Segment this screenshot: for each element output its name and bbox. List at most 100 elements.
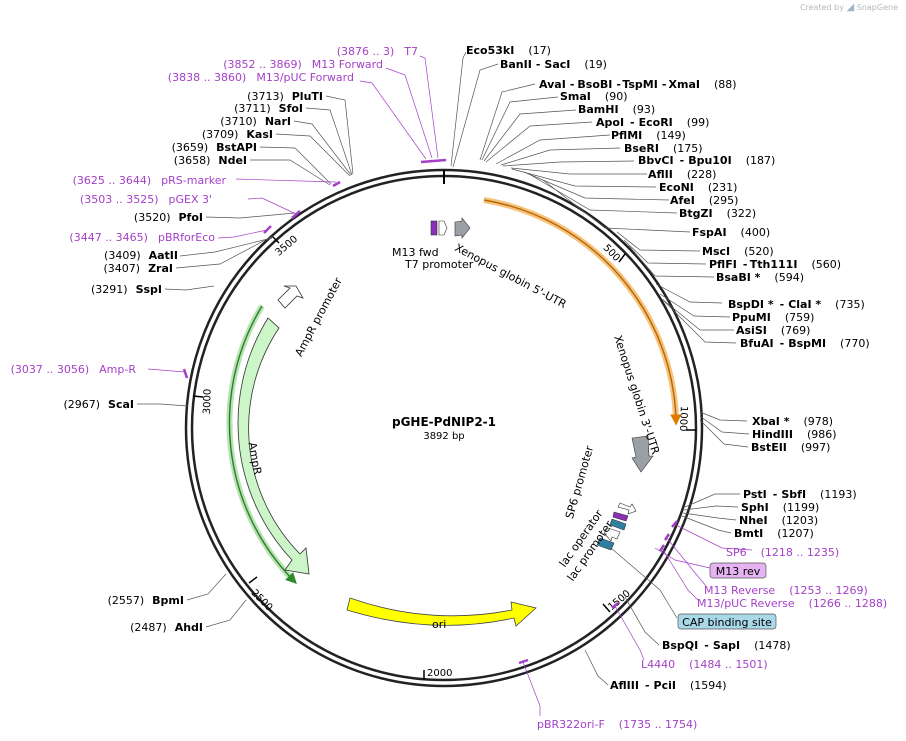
primer-leader xyxy=(217,229,268,239)
primer-bar xyxy=(263,225,272,234)
tick-label: 3000 xyxy=(202,389,214,415)
tick-mark xyxy=(271,235,280,244)
leader-line xyxy=(699,419,749,448)
leader-line xyxy=(305,107,353,176)
primer-label: (3876 .. 3)T7 xyxy=(337,45,418,58)
primer-label: (3625 .. 3644)pRS-marker xyxy=(73,174,227,187)
site-label: (3709)KasI xyxy=(202,128,273,141)
site-label: (3713)PluTI xyxy=(247,90,323,103)
leader-line xyxy=(485,121,593,163)
leader-line xyxy=(528,173,678,214)
leader-line xyxy=(681,515,732,534)
leader-line xyxy=(259,146,332,185)
leader-line xyxy=(684,493,740,508)
globin-3utr-shape xyxy=(631,435,654,473)
leader-line xyxy=(205,599,247,628)
leader-line xyxy=(628,245,715,278)
leader-line xyxy=(452,63,499,168)
site-label: (3407)ZraI xyxy=(104,262,174,275)
site-label: AflIII-PciI(1594) xyxy=(610,679,727,692)
site-label: BsaBI *(594) xyxy=(716,271,804,284)
leader-line xyxy=(542,179,691,233)
site-label: (3658)NdeI xyxy=(174,154,247,167)
leader-line xyxy=(623,239,707,265)
m13-fwd-shape xyxy=(430,220,438,236)
leader-line xyxy=(164,285,215,291)
primer-bar xyxy=(518,658,529,665)
snapgene-credit: Created by ◢ SnapGene xyxy=(800,2,898,13)
ampr-promoter-shape xyxy=(277,285,304,309)
sp6-promoter-label: SP6 promoter xyxy=(563,444,596,520)
leader-line xyxy=(450,51,467,167)
leader-line xyxy=(699,415,750,435)
leader-line xyxy=(495,134,611,165)
restriction-sites-right: Eco53kI(17) BanII-SacI(19) AvaI-BsoBI-Ts… xyxy=(466,44,870,692)
site-label: Eco53kI(17) xyxy=(466,44,551,57)
tick-group: 500 1000 1500 2000 2500 3000 3500 xyxy=(192,234,696,680)
site-label: (3659)BstAPI xyxy=(172,141,257,154)
leader-line xyxy=(179,237,273,257)
primer-label: L4440(1484 .. 1501) xyxy=(641,658,768,671)
site-label: (3409)AatII xyxy=(104,249,178,262)
primer-bar xyxy=(182,368,189,379)
site-label: BseRI(175) xyxy=(624,142,703,155)
leader-line xyxy=(175,235,274,269)
m13-rev-box xyxy=(709,562,767,579)
insert-arc-shadow xyxy=(483,197,679,421)
leader-line xyxy=(325,95,354,175)
tick-mark xyxy=(618,253,626,263)
primer-bar xyxy=(420,158,447,164)
site-label: BmtI(1207) xyxy=(734,527,814,540)
restriction-sites-left: (2487)AhdI (2557)BpmI (2967)ScaI (3291)S… xyxy=(63,90,323,634)
primer-label: (3447 .. 3465)pBRforEco xyxy=(69,231,215,244)
leader-line xyxy=(510,167,647,175)
insert-arc xyxy=(483,199,682,426)
globin-5utr-label: Xenopus globin 5'-UTR xyxy=(453,241,569,311)
site-label: BspQI-SapI(1478) xyxy=(662,639,791,652)
site-label: BstEII(997) xyxy=(751,441,830,454)
leader-line xyxy=(479,83,536,161)
site-label: EcoNI(231) xyxy=(659,181,737,194)
leader-line xyxy=(293,120,352,176)
primer-leader xyxy=(147,368,186,373)
primer-label: M13 Reverse(1253 .. 1269) xyxy=(704,584,868,597)
leader-line xyxy=(205,212,296,219)
site-label: PflMI(149) xyxy=(611,129,686,142)
primer-labels: (3876 .. 3)T7 (3852 .. 3869)M13 Forward … xyxy=(11,45,888,731)
plasmid-name: pGHE-PdNIP2-1 xyxy=(392,415,496,429)
ori-shape xyxy=(346,597,537,627)
leader-line xyxy=(661,298,734,331)
site-label: (2557)BpmI xyxy=(108,594,184,607)
cap-binding-site-label: CAP binding site xyxy=(682,616,772,629)
primer-label: (3838 .. 3860)M13/pUC Forward xyxy=(168,71,354,84)
site-label: SmaI(90) xyxy=(560,90,628,103)
primer-leaders xyxy=(147,55,753,716)
site-label: BbvCI-Bpu10I(187) xyxy=(638,154,775,167)
leader-line xyxy=(137,403,189,407)
primer-leader xyxy=(665,536,707,587)
ampr-label: AmpR xyxy=(246,441,265,476)
tick-mark xyxy=(192,395,204,398)
cap-site-shape xyxy=(596,537,615,551)
sp6-promoter-shape xyxy=(617,502,637,515)
site-label: BamHI(93) xyxy=(578,103,655,116)
leader-line xyxy=(682,512,737,521)
cap-leader xyxy=(610,547,678,619)
primer-leader xyxy=(673,523,753,551)
globin-5utr-shape xyxy=(454,217,471,239)
leader-line xyxy=(250,159,331,186)
leader-line xyxy=(655,283,723,304)
leader-line xyxy=(275,133,351,177)
leader-line xyxy=(502,160,635,167)
leader-line xyxy=(584,649,609,686)
site-leaders xyxy=(137,51,750,686)
m13-fwd-label: M13 fwd xyxy=(392,246,439,259)
primer-label: (3037 .. 3056)Amp-R xyxy=(11,363,137,376)
site-label: XbaI *(978) xyxy=(752,415,833,428)
cap-binding-site-box xyxy=(677,613,777,630)
site-label: AflII(228) xyxy=(648,168,716,181)
primer-bar xyxy=(611,602,619,609)
leader-line xyxy=(511,168,657,188)
site-label: HindIII(986) xyxy=(752,428,837,441)
